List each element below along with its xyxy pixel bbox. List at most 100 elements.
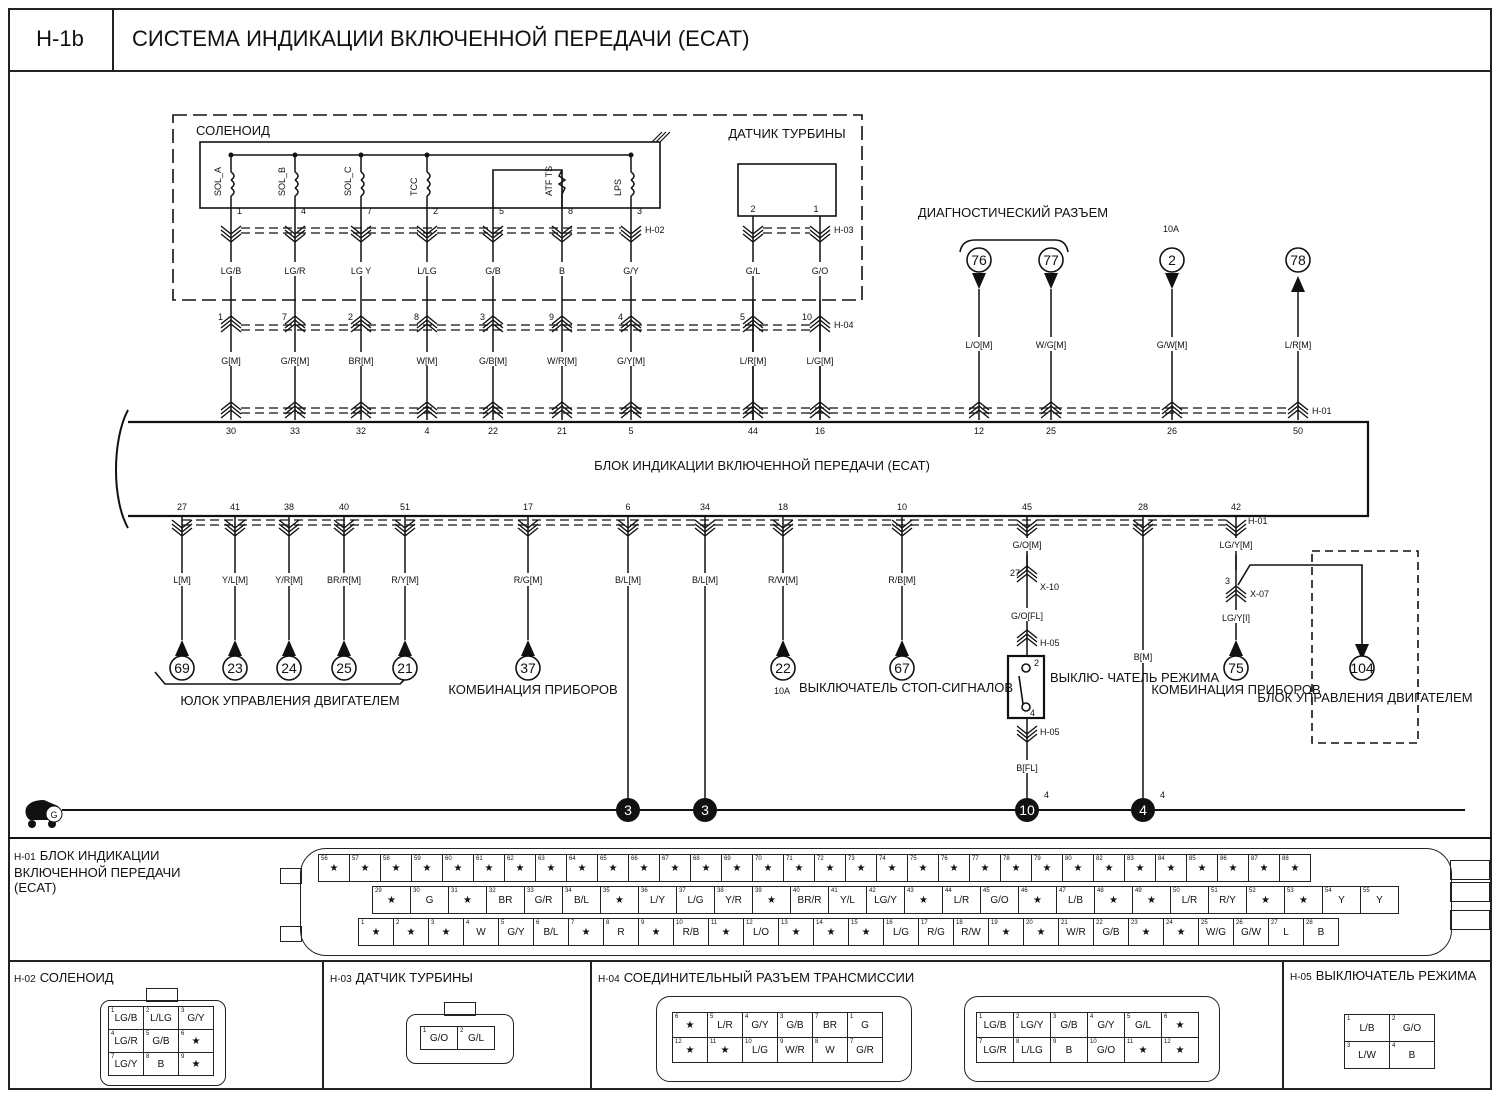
pin-number: 27 — [177, 502, 187, 512]
connector-chevron-icon — [1016, 629, 1038, 647]
pin-number: 4 — [111, 1031, 115, 1037]
pin-number: 10 — [1090, 1039, 1097, 1045]
reference-number: 2 — [1168, 252, 1176, 268]
pin-number: 51 — [400, 502, 410, 512]
pin-number: 47 — [1059, 888, 1066, 894]
wire-color: G/Y — [623, 266, 639, 276]
pin-number: 4 — [1090, 1014, 1094, 1020]
wire-color: G/O — [812, 266, 829, 276]
pin-number: 88 — [1282, 856, 1289, 862]
pin-number: 12 — [675, 1039, 682, 1045]
ground-point — [1131, 798, 1155, 822]
ecat-unit-label: БЛОК ИНДИКАЦИИ ВКЛЮЧЕННОЙ ПЕРЕДАЧИ (ECAT… — [594, 458, 930, 473]
pin-number: 36 — [641, 888, 648, 894]
pin-wire-color: ★ — [1299, 894, 1308, 906]
wire-color: LG/Y[I] — [1222, 613, 1250, 623]
connector-pin: 39★ — [752, 886, 791, 914]
pin-number: 3 — [637, 206, 642, 216]
connector-chevron-icon — [1225, 585, 1247, 603]
wire-color: G/B — [485, 266, 501, 276]
pin-wire-color: ★ — [1073, 862, 1083, 874]
ground-point — [1015, 798, 1039, 822]
pin-wire-color: G/Y — [1097, 1019, 1115, 1031]
pin-wire-color: B — [1065, 1044, 1073, 1056]
pin-wire-color: L/G — [687, 894, 704, 906]
connector-pin: 14★ — [813, 918, 849, 946]
pin-number: 16 — [815, 426, 825, 436]
coil-icon — [360, 171, 365, 197]
pin-number: 28 — [1138, 502, 1148, 512]
pin-number: 46 — [1021, 888, 1028, 894]
wire-color: G/L — [746, 266, 761, 276]
pin-number: 40 — [339, 502, 349, 512]
arrow-down-icon — [1355, 644, 1369, 660]
pin-number: 3 — [480, 312, 485, 322]
pin-wire-color: ★ — [1104, 862, 1114, 874]
reference-circle — [1159, 247, 1185, 273]
pin-number: 6 — [1164, 1014, 1168, 1020]
pin-wire-color: R/W — [961, 926, 981, 938]
connector-chevron-icon — [1016, 565, 1038, 583]
pin-number: 6 — [536, 920, 540, 926]
pin-number: 4 — [618, 312, 623, 322]
pin-wire-color: B/L — [543, 926, 559, 938]
pin-number: 8 — [1016, 1039, 1020, 1045]
arrow-down-icon — [972, 273, 986, 289]
pin-number: 5 — [1127, 1014, 1131, 1020]
ground-point — [616, 798, 640, 822]
connector-id: H-03 — [834, 225, 854, 235]
connector-pin: 6★ — [1161, 1012, 1199, 1038]
pin-wire-color: ★ — [918, 862, 928, 874]
connector-pin: 79★ — [1031, 854, 1063, 882]
pin-number: 7 — [571, 920, 575, 926]
junction-dot — [228, 152, 234, 158]
pin-wire-color: LG/Y — [1020, 1019, 1044, 1031]
pin-number: 1 — [813, 204, 818, 214]
connector-chevron-icon — [742, 225, 764, 243]
pin-number: 7 — [850, 1039, 854, 1045]
pin-number: 22 — [488, 426, 498, 436]
pin-wire-color: ★ — [371, 926, 381, 938]
pin-number: 85 — [1189, 856, 1196, 862]
ecu-label: БЛОК УПРАВЛЕНИЯ ДВИГАТЕЛЕМ — [1257, 690, 1472, 705]
pin-number: 3 — [780, 1014, 784, 1020]
component-label: SOL_C — [343, 166, 353, 196]
pin-wire-color: ★ — [794, 862, 804, 874]
pin-wire-color: ★ — [463, 894, 472, 906]
pin-number: 64 — [569, 856, 576, 862]
connector-pin: 11★ — [1124, 1037, 1162, 1063]
pin-wire-color: ★ — [1228, 862, 1238, 874]
pin-wire-color: ★ — [949, 862, 959, 874]
pin-number: 5 — [501, 920, 505, 926]
pin-wire-color: L/Y — [649, 894, 665, 906]
reference-number: 75 — [1228, 660, 1244, 676]
wire-color: G[M] — [221, 356, 241, 366]
connector-chevron-icon — [809, 315, 831, 333]
pin-wire-color: G/O — [1096, 1044, 1116, 1056]
pin-wire-color: ★ — [391, 862, 401, 874]
pin-number: 1 — [218, 312, 223, 322]
pin-wire-color: L/LG — [150, 1012, 172, 1024]
pin-number: 45 — [1022, 502, 1032, 512]
pin-number: 21 — [557, 426, 567, 436]
wire-color: G/O[FL] — [1011, 611, 1043, 621]
connector-pin: 15★ — [848, 918, 884, 946]
pin-number: 43 — [907, 888, 914, 894]
reference-number: 104 — [1350, 660, 1374, 676]
pin-number: 50 — [1293, 426, 1303, 436]
pin-wire-color: B — [1408, 1049, 1416, 1061]
wire-color: G/Y[M] — [617, 356, 645, 366]
pin-number: 34 — [565, 888, 572, 894]
ground-symbol — [45, 805, 63, 823]
